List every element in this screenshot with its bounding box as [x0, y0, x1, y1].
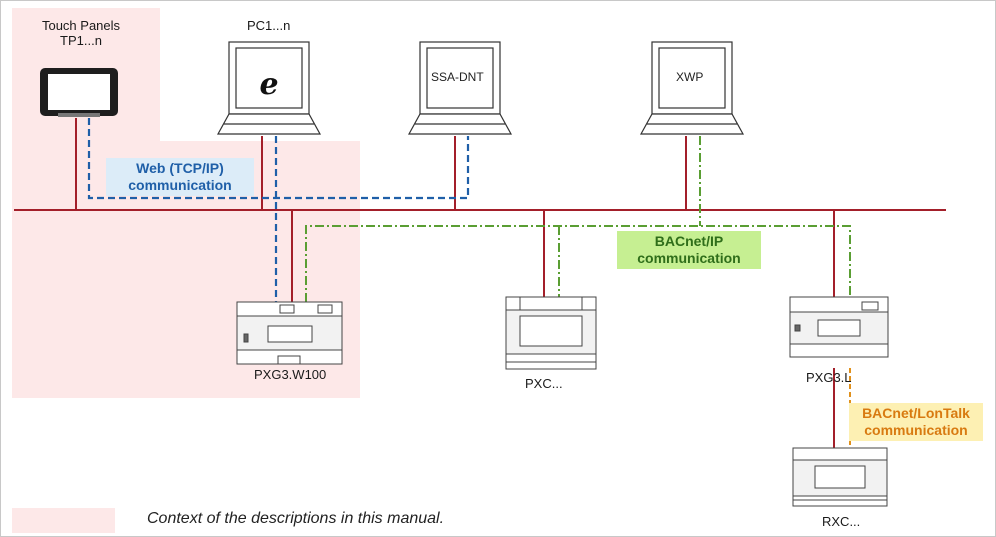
legend-text: Context of the descriptions in this manu…	[147, 510, 445, 527]
touch-panels-label: Touch Panels TP1...n	[22, 18, 140, 48]
web-communication-path	[87, 118, 470, 302]
rxc-device	[792, 447, 888, 507]
pc-laptop	[216, 41, 322, 135]
touch-panels-range: TP1...n	[60, 33, 102, 48]
bacnet-ip-title: BACnet/IP	[654, 233, 724, 249]
rxc-label: RXC...	[822, 514, 861, 529]
bacnet-lontalk-subtitle: communication	[864, 422, 968, 438]
touch-panels-title: Touch Panels	[41, 18, 121, 33]
pxc-label: PXC...	[525, 376, 563, 391]
ssa-dnt-screen-text: SSA-DNT	[431, 70, 484, 84]
xwp-screen-text: XWP	[676, 70, 704, 84]
internet-explorer-icon: e	[259, 67, 278, 102]
bacnet-ip-path	[305, 136, 851, 302]
web-communication-subtitle: communication	[128, 177, 232, 193]
pxg3-l-device	[789, 296, 889, 358]
svg-text:e: e	[259, 67, 278, 102]
web-communication-label: Web (TCP/IP) communication	[106, 158, 254, 196]
bacnet-lontalk-label: BACnet/LonTalk communication	[849, 403, 983, 441]
web-communication-title: Web (TCP/IP)	[136, 160, 224, 176]
xwp-laptop	[639, 41, 745, 135]
ssa-dnt-laptop	[407, 41, 513, 135]
bacnet-ip-subtitle: communication	[637, 250, 741, 266]
bacnet-ip-label: BACnet/IP communication	[617, 231, 761, 269]
touch-panel	[40, 68, 118, 117]
pxc-device	[505, 296, 597, 370]
bacnet-lontalk-title: BACnet/LonTalk	[862, 405, 970, 421]
pc-label: PC1...n	[247, 18, 291, 33]
pxg3-w100-label: PXG3.W100	[254, 367, 327, 382]
pxg3-w100-device	[236, 301, 343, 365]
legend-swatch	[12, 508, 115, 533]
pxg3-l-label: PXG3.L	[806, 370, 852, 385]
